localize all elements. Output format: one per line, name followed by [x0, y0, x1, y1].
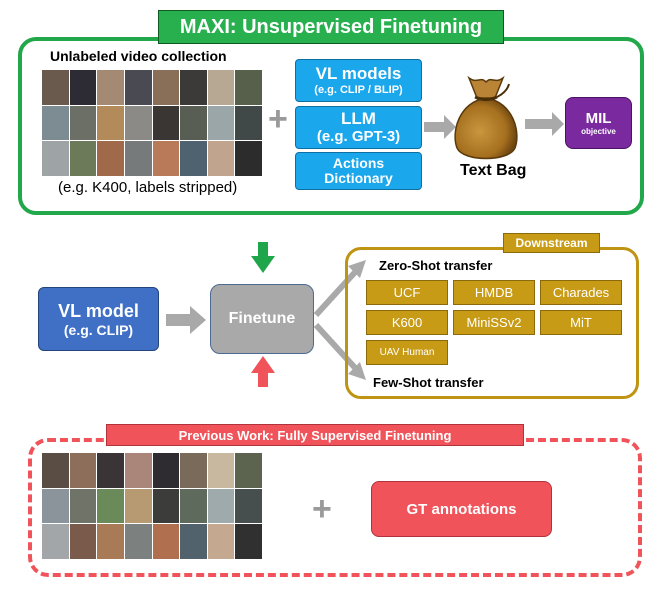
dictionary-label: Dictionary	[324, 170, 393, 186]
dataset-minissv2: MiniSSv2	[453, 310, 535, 335]
text-bag-label: Text Bag	[460, 162, 527, 179]
zero-shot-label: Zero-Shot transfer	[379, 258, 493, 273]
dataset-mit: MiT	[540, 310, 622, 335]
dataset-uav-human: UAV Human	[366, 340, 448, 365]
actions-label: Actions	[332, 154, 385, 171]
dataset-k600: K600	[366, 310, 448, 335]
dataset-caption: (e.g. K400, labels stripped)	[58, 179, 238, 196]
unlabeled-video-thumbnails	[42, 70, 262, 176]
vl-model-box: VL model (e.g. CLIP)	[38, 287, 159, 351]
finetune-to-zero-shot-arrow	[313, 260, 366, 318]
vl-models-box: VL models (e.g. CLIP / BLIP)	[295, 59, 422, 102]
plus-sign-previous: +	[312, 490, 332, 528]
plus-sign: +	[268, 100, 288, 138]
actions-dictionary-box: Actions Dictionary	[295, 152, 422, 190]
red-up-arrow	[251, 356, 275, 387]
maxi-title: MAXI: Unsupervised Finetuning	[158, 10, 504, 44]
vl-to-finetune-arrow	[166, 306, 206, 334]
unlabeled-video-title: Unlabeled video collection	[50, 48, 227, 64]
gt-annotations-box: GT annotations	[371, 481, 552, 537]
green-down-arrow	[251, 242, 275, 273]
dataset-hmdb: HMDB	[453, 280, 535, 305]
vl-model-example: (e.g. CLIP)	[63, 321, 134, 338]
labeled-video-thumbnails	[42, 453, 262, 559]
llm-to-bag-arrow	[424, 115, 456, 139]
finetune-to-few-shot-arrow	[313, 322, 366, 380]
money-sack-icon	[454, 75, 518, 160]
mil-objective-box: MIL objective	[565, 97, 632, 149]
downstream-frame	[345, 247, 639, 399]
llm-label: LLM	[341, 108, 376, 128]
vl-models-example: (e.g. CLIP / BLIP)	[314, 83, 403, 96]
mil-label: MIL	[585, 110, 612, 127]
vl-model-label: VL model	[58, 300, 139, 321]
mil-sublabel: objective	[581, 127, 616, 136]
dataset-ucf: UCF	[366, 280, 448, 305]
downstream-label: Downstream	[503, 233, 600, 253]
llm-box: LLM (e.g. GPT-3)	[295, 106, 422, 149]
bag-to-mil-arrow	[525, 112, 564, 136]
finetune-box: Finetune	[210, 284, 314, 354]
vl-models-label: VL models	[315, 64, 402, 84]
few-shot-label: Few-Shot transfer	[373, 375, 484, 390]
dataset-charades: Charades	[540, 280, 622, 305]
llm-example: (e.g. GPT-3)	[316, 127, 401, 145]
previous-work-title: Previous Work: Fully Supervised Finetuni…	[106, 424, 524, 446]
